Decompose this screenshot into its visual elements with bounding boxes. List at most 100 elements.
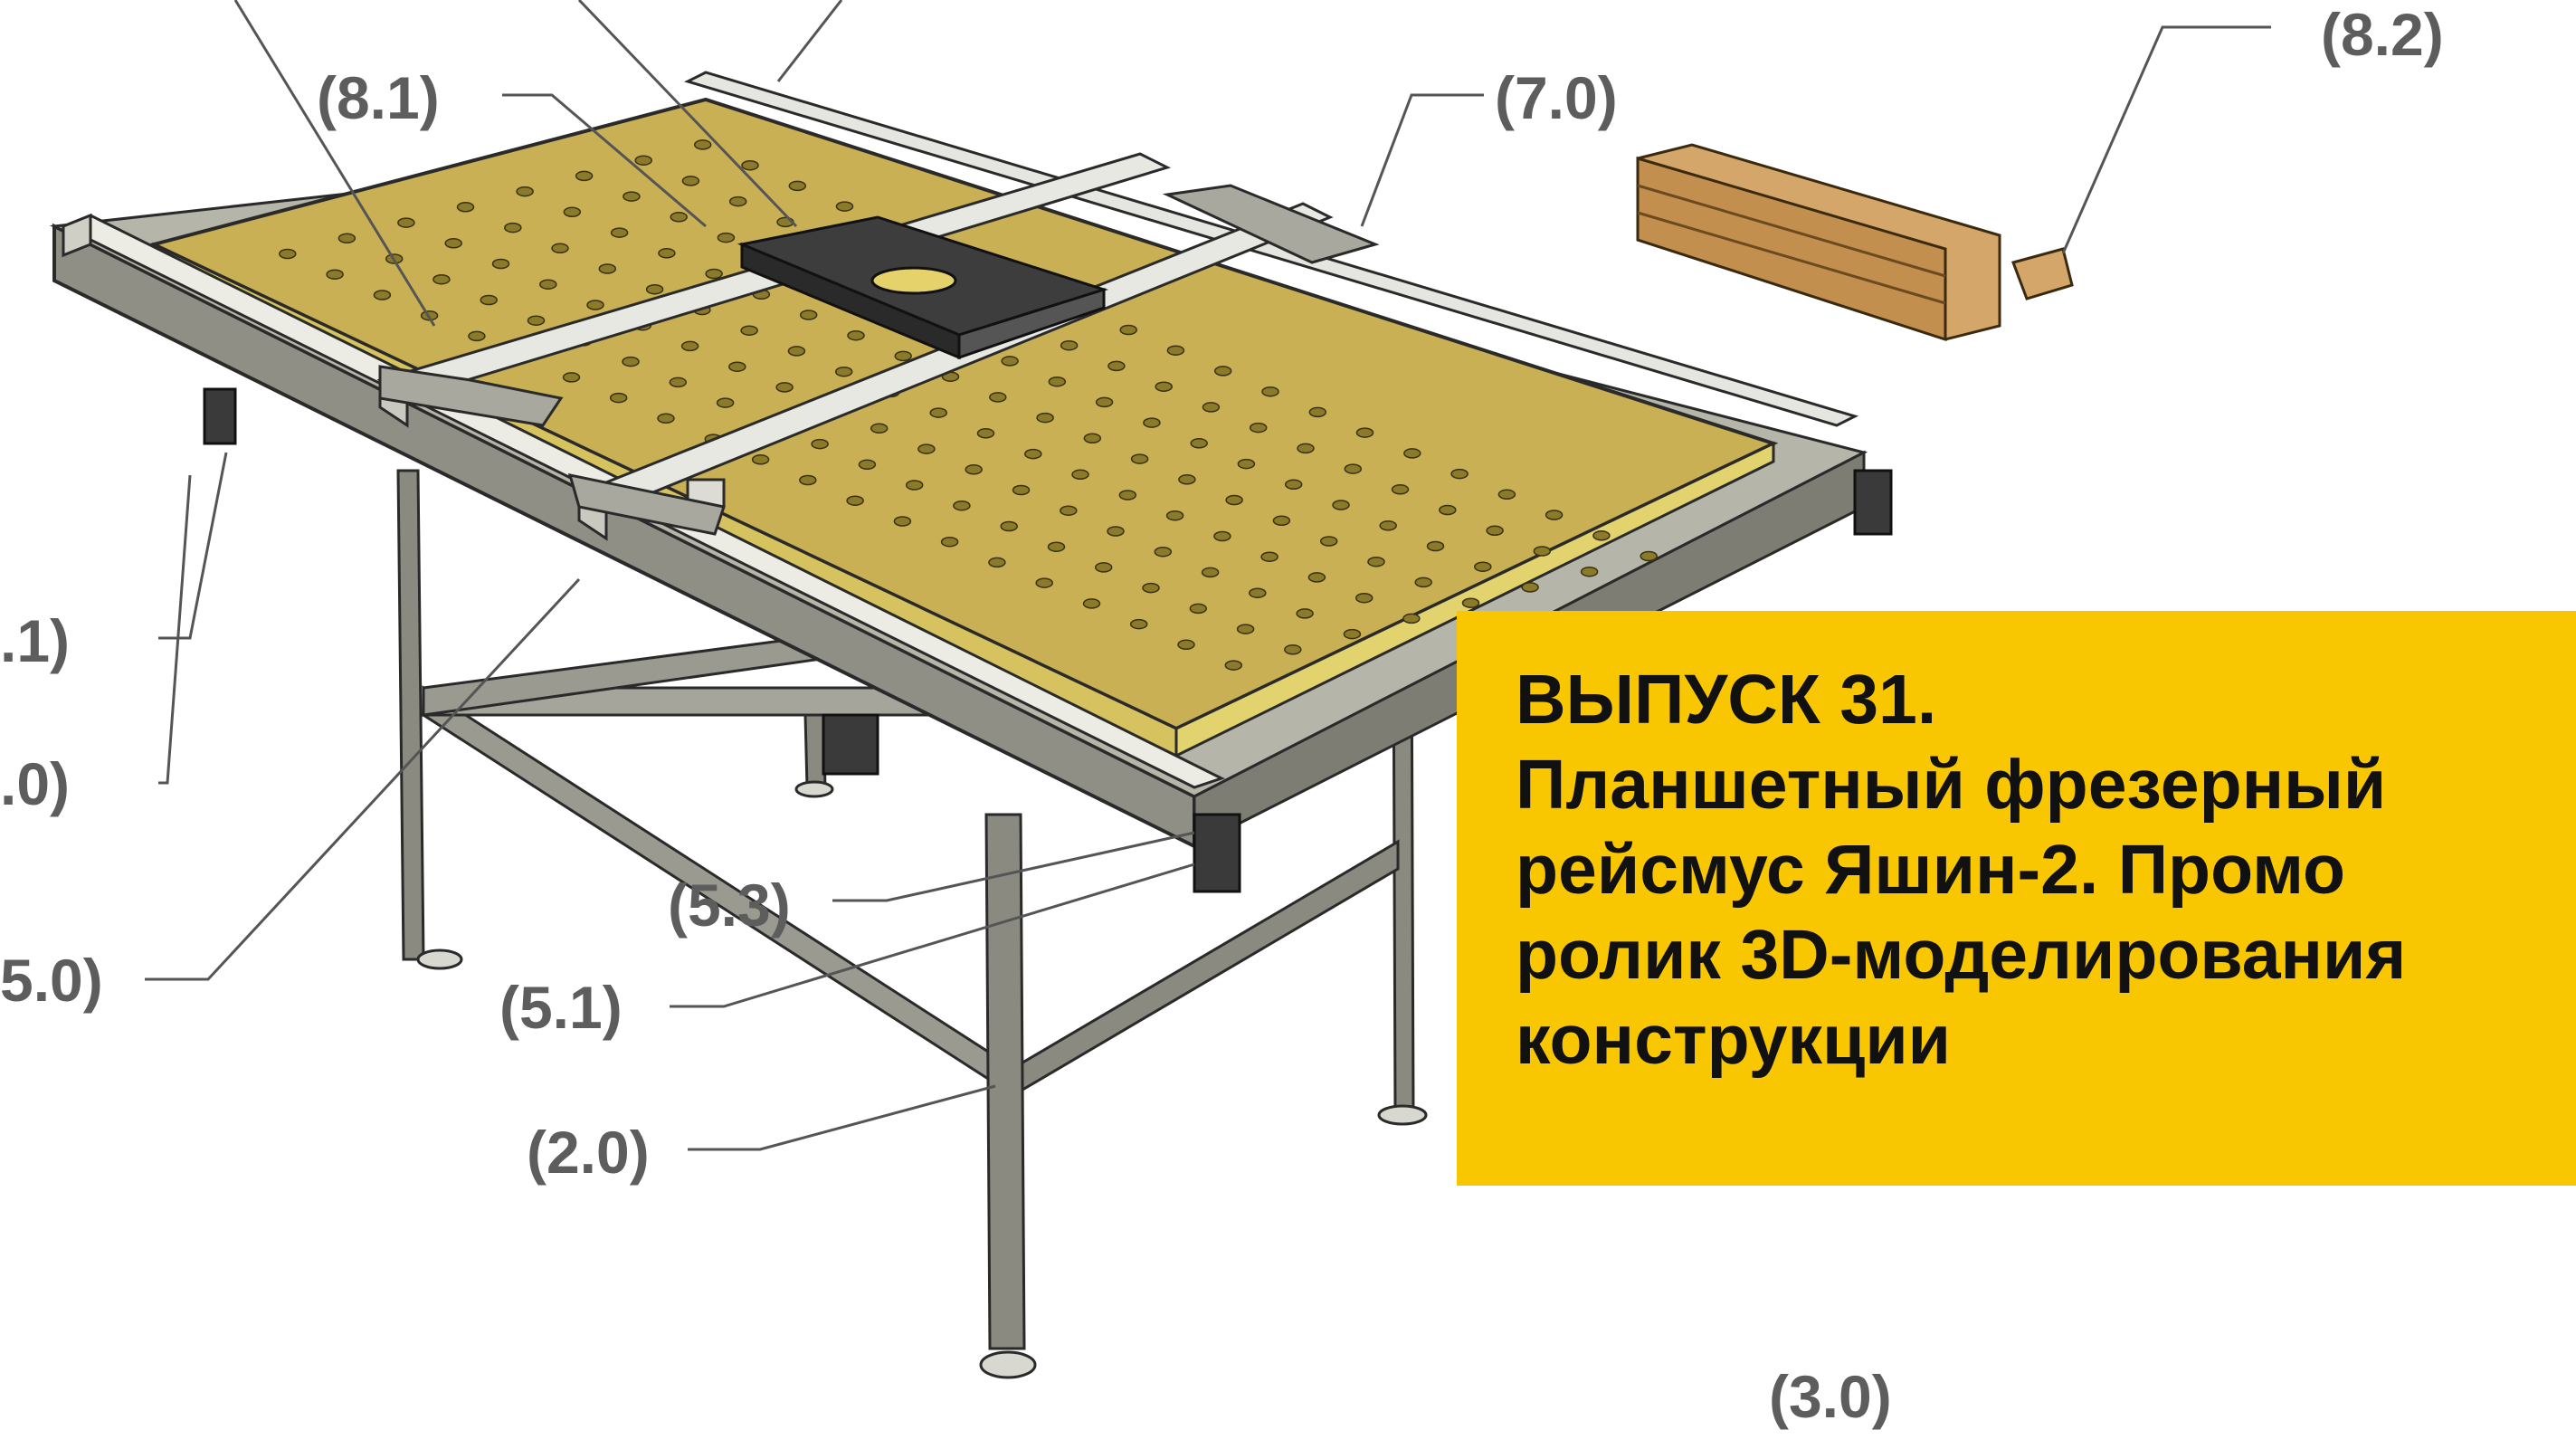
board-hole bbox=[894, 350, 912, 362]
board-hole bbox=[623, 191, 641, 202]
callout-5-1: (5.1) bbox=[499, 974, 623, 1041]
board-hole bbox=[1307, 572, 1326, 583]
banner-line-1: ВЫПУСК 31. bbox=[1516, 661, 1937, 739]
board-hole bbox=[1249, 422, 1268, 434]
board-hole bbox=[1450, 468, 1469, 480]
board-hole bbox=[846, 495, 864, 506]
board-hole bbox=[1035, 577, 1053, 588]
board-hole bbox=[1260, 551, 1278, 562]
board-hole bbox=[609, 392, 628, 404]
board-hole bbox=[1379, 520, 1397, 531]
board-hole bbox=[1474, 561, 1492, 572]
board-hole bbox=[444, 238, 462, 249]
callout-5-0: 5.0) bbox=[0, 947, 103, 1014]
board-hole bbox=[1107, 526, 1125, 537]
board-hole bbox=[1048, 376, 1067, 387]
title-banner bbox=[1457, 611, 2576, 1186]
router-bit-opening bbox=[870, 266, 957, 295]
board-hole bbox=[680, 340, 699, 352]
board-hole bbox=[1130, 453, 1149, 464]
board-hole bbox=[610, 227, 629, 238]
board-hole bbox=[516, 186, 534, 197]
board-hole bbox=[1165, 510, 1184, 521]
board-hole bbox=[1082, 598, 1101, 609]
board-hole bbox=[1355, 427, 1374, 438]
board-hole bbox=[1272, 515, 1291, 527]
board-hole bbox=[1154, 546, 1173, 558]
board-hole bbox=[326, 269, 344, 280]
board-hole bbox=[1592, 530, 1611, 541]
board-hole bbox=[1580, 566, 1599, 577]
board-hole bbox=[634, 155, 652, 166]
board-hole bbox=[1344, 463, 1363, 474]
foot-pad bbox=[979, 1350, 1037, 1379]
board-hole bbox=[811, 438, 829, 450]
board-hole bbox=[989, 392, 1007, 403]
banner-line-3: рейсмус Яшин-2. Промо bbox=[1516, 831, 2346, 909]
board-hole bbox=[645, 283, 664, 295]
board-hole bbox=[1521, 582, 1539, 593]
board-hole bbox=[1343, 628, 1362, 640]
board-hole bbox=[728, 361, 746, 372]
board-hole bbox=[965, 464, 983, 475]
leader-lines bbox=[145, 0, 2271, 1151]
board-hole bbox=[622, 356, 640, 367]
board-hole bbox=[681, 176, 700, 186]
board-hole bbox=[1213, 530, 1231, 542]
board-hole bbox=[1189, 603, 1208, 615]
callout-8-1: (8.1) bbox=[317, 64, 440, 131]
board-hole bbox=[728, 195, 747, 207]
board-hole bbox=[799, 310, 818, 320]
callout-2-0: (2.0) bbox=[527, 1119, 650, 1186]
board-hole bbox=[1414, 577, 1432, 588]
board-hole bbox=[976, 428, 995, 439]
callout-8-2: (8.2) bbox=[2321, 1, 2444, 68]
board-hole bbox=[1190, 438, 1208, 449]
banner-line-5: конструкции bbox=[1516, 1001, 1951, 1079]
board-hole bbox=[1213, 366, 1232, 377]
board-hole bbox=[1332, 500, 1350, 510]
board-hole bbox=[988, 557, 1006, 568]
title-banner-text: ВЫПУСК 31. Планшетный фрезерный рейсмус … bbox=[1516, 657, 2565, 1082]
board-hole bbox=[1640, 550, 1658, 562]
callout-1-0: .0) bbox=[0, 750, 71, 817]
board-hole bbox=[1439, 504, 1457, 516]
board-hole bbox=[1297, 443, 1315, 454]
board-hole bbox=[847, 329, 865, 341]
board-hole bbox=[1308, 406, 1327, 418]
board-hole bbox=[658, 248, 676, 259]
board-hole bbox=[1071, 469, 1089, 481]
board-hole bbox=[1129, 618, 1148, 630]
board-hole bbox=[905, 480, 924, 491]
board-hole bbox=[788, 180, 807, 192]
board-hole bbox=[1177, 639, 1195, 651]
board-hole bbox=[337, 233, 356, 244]
board-hole bbox=[870, 423, 889, 434]
board-hole bbox=[1545, 510, 1564, 520]
callout-1-1: .1) bbox=[0, 607, 71, 674]
board-hole bbox=[1533, 546, 1552, 557]
board-hole bbox=[1202, 402, 1221, 413]
leg-front bbox=[979, 813, 1037, 1379]
board-hole bbox=[775, 382, 794, 393]
board-hole bbox=[1284, 644, 1302, 655]
board-hole bbox=[1201, 567, 1220, 578]
board-hole bbox=[1119, 324, 1137, 336]
back-rail bbox=[683, 71, 1859, 427]
board-hole bbox=[716, 397, 735, 408]
board-hole bbox=[586, 300, 604, 310]
board-hole bbox=[468, 330, 486, 342]
board-hole bbox=[504, 222, 522, 234]
board-hole bbox=[893, 516, 912, 527]
board-hole bbox=[1355, 592, 1374, 604]
board-hole bbox=[1000, 520, 1018, 532]
board-hole bbox=[799, 474, 817, 486]
board-hole bbox=[1296, 608, 1314, 619]
board-hole bbox=[670, 212, 688, 223]
board-hole bbox=[953, 500, 971, 511]
lower-frame bbox=[422, 623, 1400, 1098]
board-hole bbox=[575, 170, 594, 182]
board-hole bbox=[1403, 448, 1421, 459]
board-hole bbox=[373, 290, 392, 300]
